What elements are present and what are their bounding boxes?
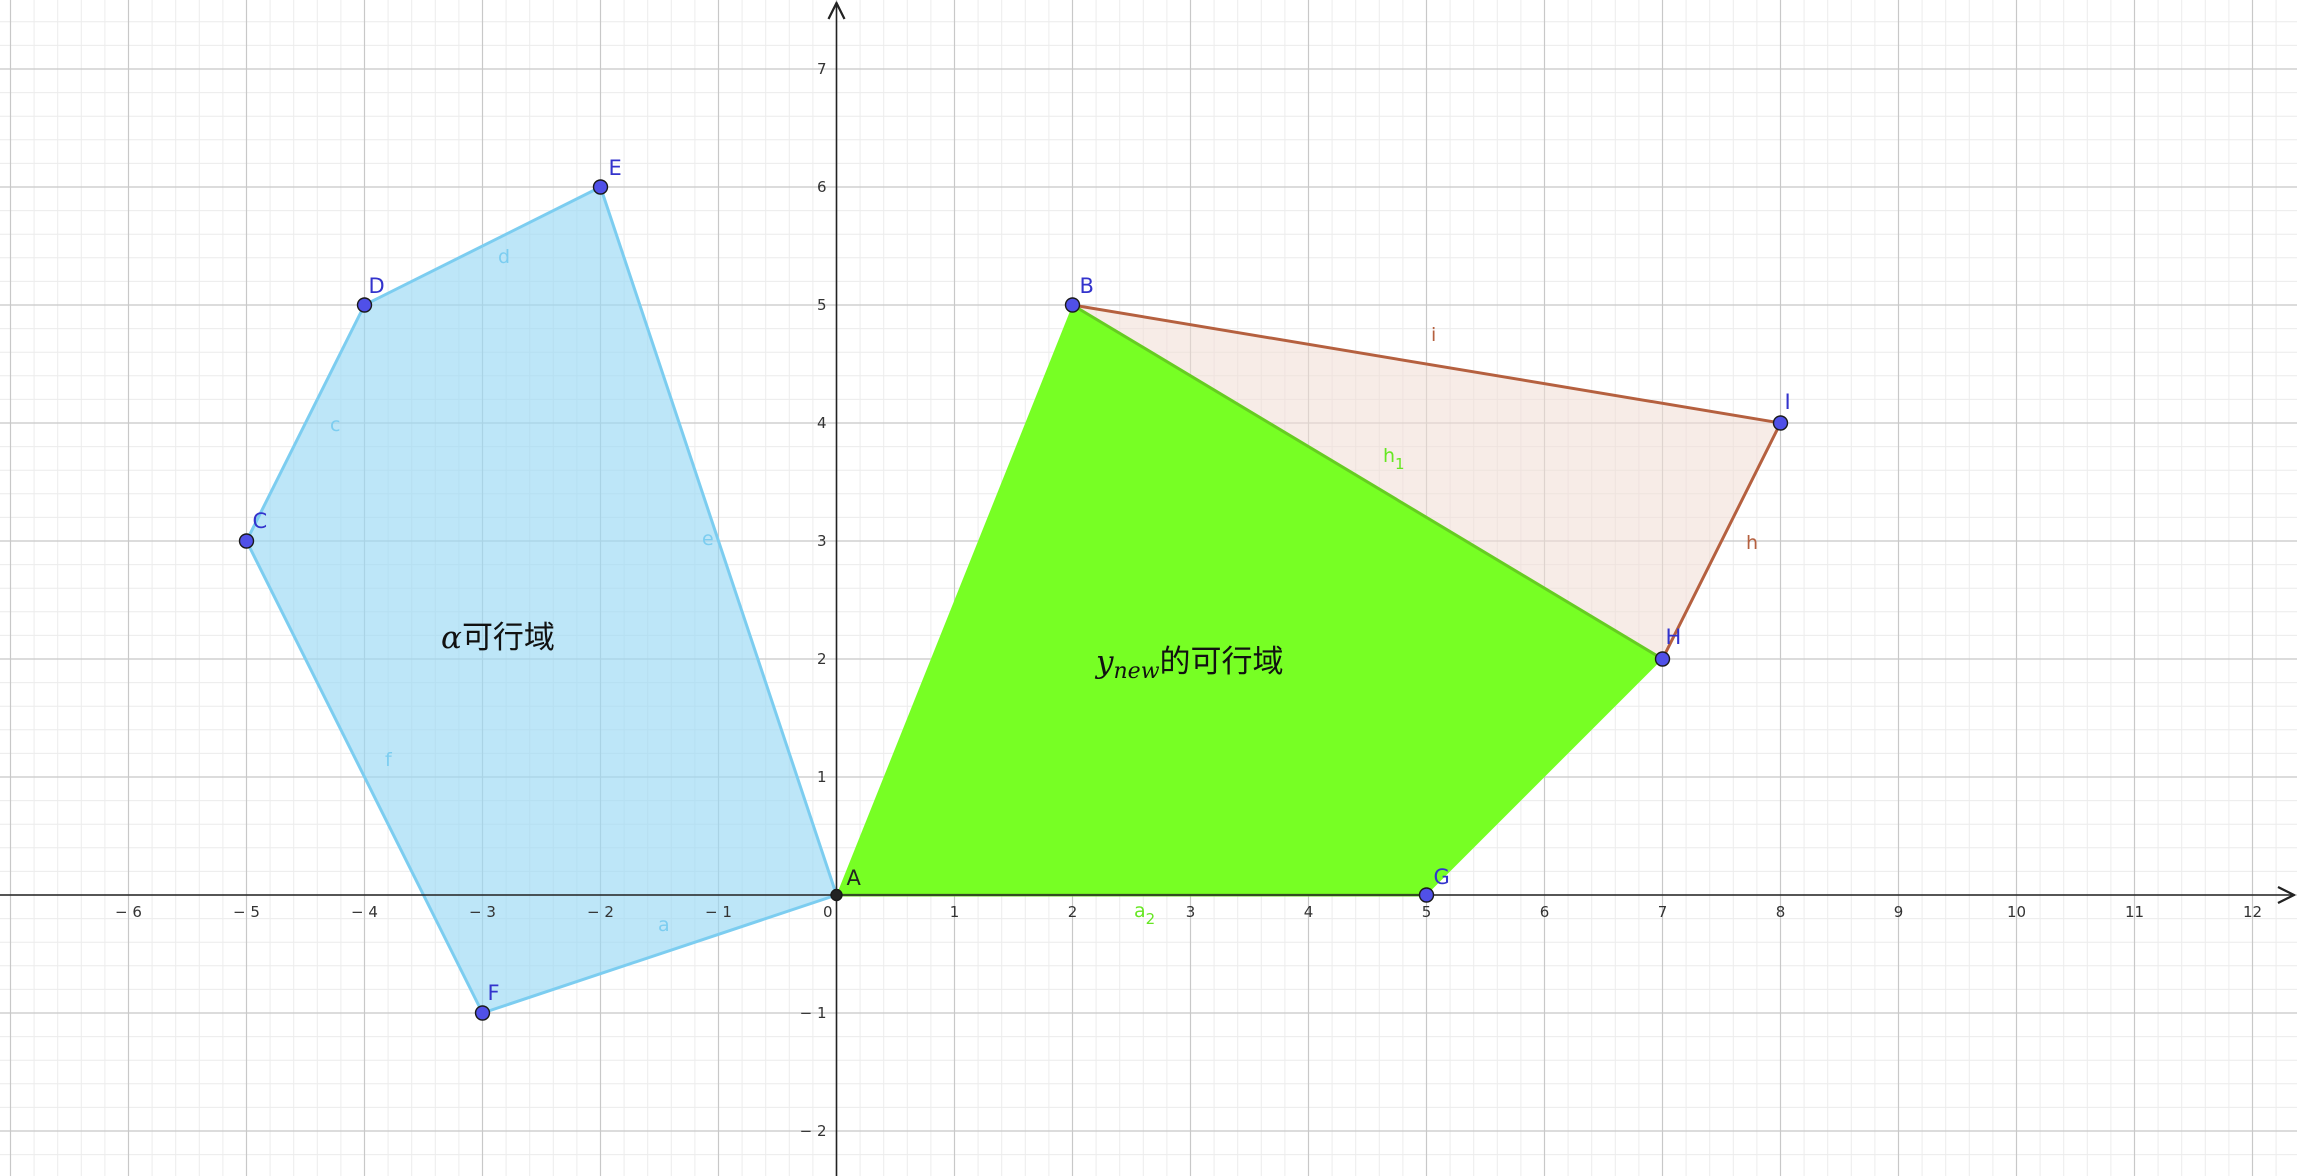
x-tick-label: 3 [1186,903,1196,921]
segment-e [599,185,838,897]
ynew-region-label: ynew的可行域 [1094,644,1284,684]
point-label-G: G [1434,865,1450,889]
y-tick-label: 6 [817,178,827,196]
x-tick-label: 2 [1068,903,1078,921]
y-tick-label: 4 [817,414,827,432]
y-tick-label: 5 [817,296,827,314]
ynew-region-text: 的可行域 [1160,644,1284,680]
point-H [1654,651,1671,667]
point-E [592,179,609,195]
point-label-A: A [847,866,862,890]
point-G [1418,887,1435,903]
segment-f [245,539,484,1015]
point-I [1772,415,1789,431]
segment-layer [245,185,1782,1015]
point-D [356,297,373,313]
segment-label-e: e [702,528,714,550]
segment-label-c: c [330,414,340,436]
points: A B C D E F G H I [238,156,1791,1021]
point-B [1064,297,1081,313]
x-tick-label: 12 [2243,903,2262,921]
y-tick-label: 2 [817,650,827,668]
segment-label-a: a [658,914,670,936]
point-label-F: F [488,981,500,1005]
ynew-subscript: new [1114,659,1160,684]
x-tick-label: 7 [1658,903,1668,921]
ynew-symbol: y [1094,644,1114,680]
segment-label-i: i [1431,324,1436,346]
point-label-B: B [1080,274,1094,298]
polygon-layer [246,187,1781,1013]
segment-h1 [1071,303,1664,661]
x-tick-label: − 6 [115,903,142,921]
segment-label-h1: h1 [1383,445,1405,473]
point-F [474,1005,491,1021]
x-tick-label: 4 [1304,903,1314,921]
point-label-C: C [253,509,268,533]
y-tick-label: − 2 [800,1122,827,1140]
x-tick-label: 1 [950,903,960,921]
x-tick-label: 9 [1894,903,1904,921]
x-tick-label: 8 [1776,903,1786,921]
x-tick-label: 5 [1422,903,1432,921]
segment-label-d: d [498,246,510,268]
point-C [238,533,255,549]
x-tick-label: 0 [823,903,833,921]
segment-label-h: h [1746,532,1758,554]
point-label-D: D [369,274,385,298]
y-tick-label: 7 [817,60,827,78]
x-tick-label: − 1 [705,903,732,921]
region-labels: α可行域 ynew的可行域 [441,620,1284,684]
x-tick-label: 6 [1540,903,1550,921]
x-tick-label: 11 [2125,903,2144,921]
alpha-region [246,187,837,1013]
point-label-H: H [1666,625,1682,649]
axes [0,3,2294,1176]
segment-h [1661,421,1782,661]
x-tick-label: − 5 [233,903,260,921]
alpha-symbol: α [441,620,462,656]
segment-c [245,303,366,543]
segment-d [363,185,602,307]
alpha-region-text: 可行域 [462,620,555,656]
ynew-region [836,305,1663,895]
alpha-region-label: α可行域 [441,620,555,656]
point-label-I: I [1785,390,1791,414]
x-tick-label: − 4 [351,903,378,921]
x-tick-label: 10 [2007,903,2026,921]
segment-labels: a f c d e i h h1 a2 [330,246,1758,936]
segment-label-f: f [385,749,393,771]
segment-a [481,893,838,1015]
x-tick-label: − 2 [587,903,614,921]
point-label-E: E [609,156,622,180]
y-tick-label: 3 [817,532,827,550]
point-A [830,888,843,902]
segment-label-a2: a2 [1134,900,1155,928]
segment-i [1071,303,1782,425]
x-tick-label: − 3 [469,903,496,921]
y-tick-label: − 1 [800,1004,827,1022]
y-tick-label: 1 [817,768,827,786]
